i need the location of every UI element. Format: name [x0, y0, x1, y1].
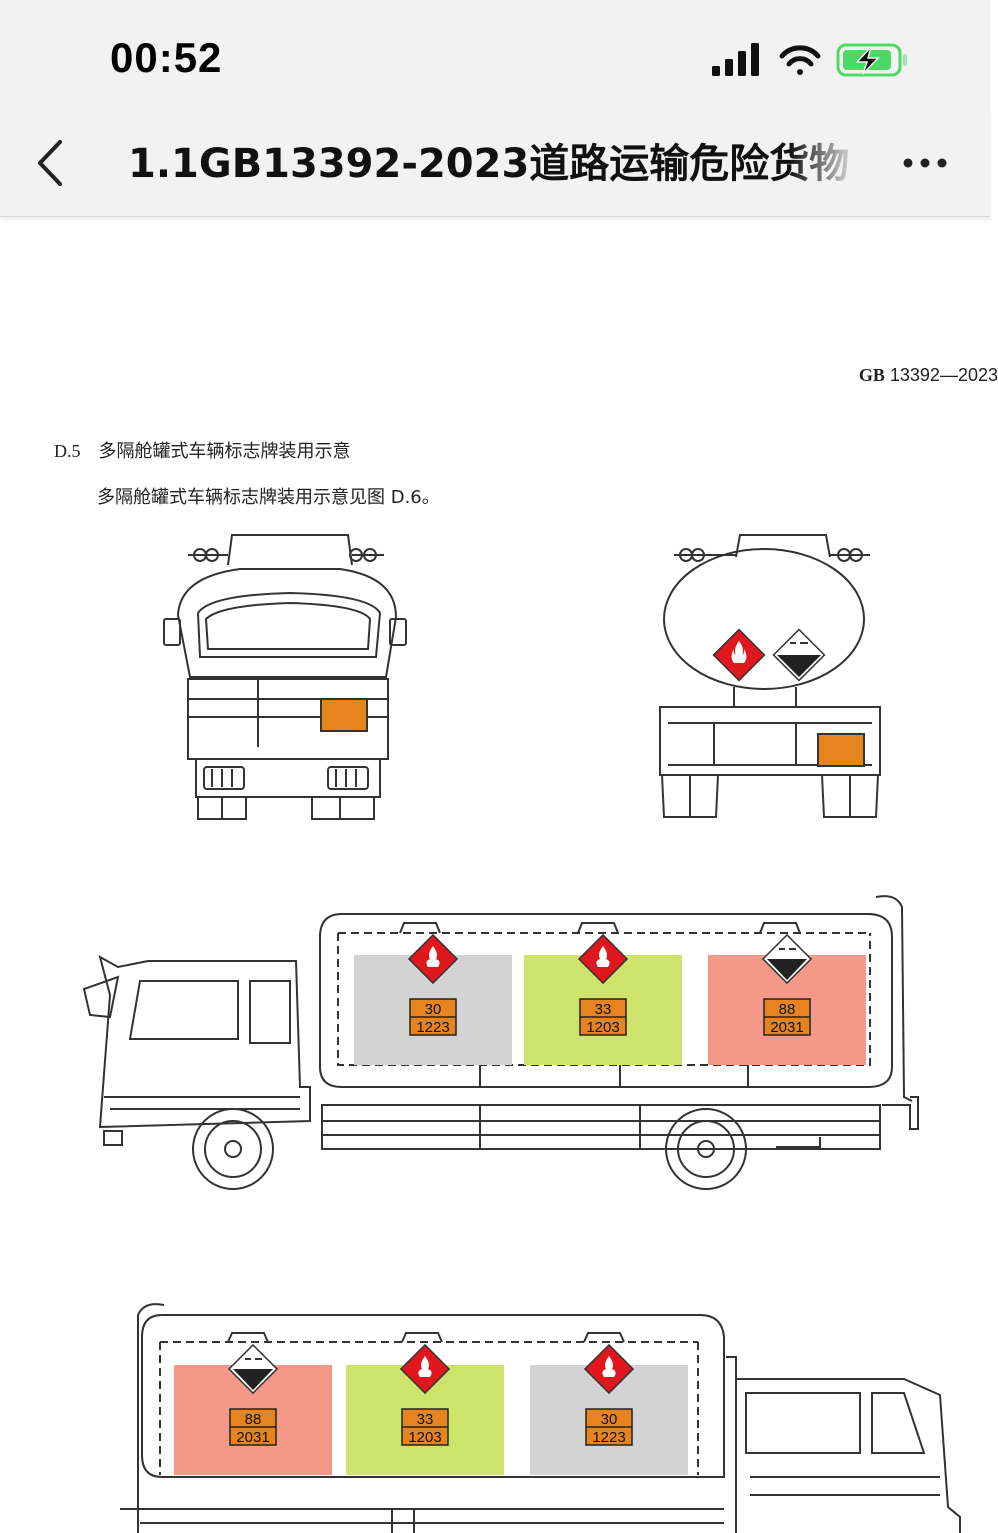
un-number: 1203 — [586, 1019, 619, 1036]
wifi-icon — [779, 45, 821, 75]
status-time: 00:52 — [110, 34, 223, 81]
more-options-icon[interactable] — [900, 148, 950, 178]
hazard-id-number: 30 — [601, 1411, 618, 1428]
tanker-side-view-right — [82, 895, 919, 1190]
battery-charging-icon — [836, 43, 907, 77]
hazard-id-number: 33 — [417, 1411, 434, 1428]
tanker-side-view-left — [120, 1303, 961, 1533]
un-number: 1223 — [416, 1019, 449, 1036]
flammable-liquid-label-icon — [399, 1343, 451, 1395]
corrosive-label-icon — [227, 1343, 279, 1395]
status-icons — [712, 43, 907, 77]
hazard-id-number: 33 — [595, 1001, 612, 1018]
document-title: 1.1GB13392-2023道路运输危险货物 — [128, 141, 850, 187]
truck-front-view — [163, 534, 407, 820]
corrosive-label-icon — [772, 628, 826, 682]
un-number: 1223 — [592, 1429, 625, 1446]
un-number: 2031 — [236, 1429, 269, 1446]
nav-bar: 1.1GB13392-2023道路运输危险货物 — [0, 110, 990, 217]
back-chevron-icon[interactable] — [30, 136, 74, 190]
hazard-id-number: 88 — [779, 1001, 796, 1018]
standard-header: GB 13392—2023 — [858, 365, 998, 385]
section-title: 多隔舱罐式车辆标志牌装用示意 — [98, 441, 351, 462]
body-paragraph: 多隔舱罐式车辆标志牌装用示意见图 D.6。 — [97, 487, 440, 508]
flammable-liquid-label-icon — [583, 1343, 635, 1395]
section-heading: D.5 多隔舱罐式车辆标志牌装用示意 — [54, 437, 351, 463]
un-number: 1203 — [408, 1429, 441, 1446]
cellular-signal-icon — [712, 43, 759, 76]
status-bar: 00:52 — [0, 0, 990, 110]
flammable-liquid-label-icon — [712, 628, 766, 682]
section-number: D.5 — [54, 441, 81, 461]
document-page: GB 13392—2023 D.5 多隔舱罐式车辆标志牌装用示意 多隔舱罐式车辆标… — [0, 217, 998, 1533]
flammable-liquid-label-icon — [407, 933, 459, 985]
hazard-id-number: 88 — [245, 1411, 262, 1428]
tanker-rear-view — [659, 534, 881, 818]
flammable-liquid-label-icon — [577, 933, 629, 985]
orange-plate-front — [320, 698, 368, 732]
corrosive-label-icon — [761, 933, 813, 985]
hazard-id-number: 30 — [425, 1001, 442, 1018]
orange-plate-rear — [817, 733, 865, 767]
un-number: 2031 — [770, 1019, 803, 1036]
